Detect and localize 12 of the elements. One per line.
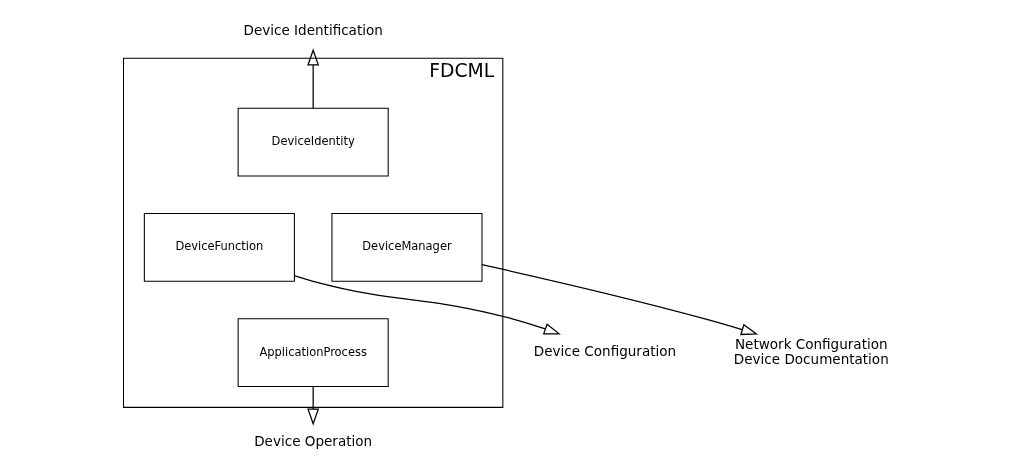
arrow [306,48,319,109]
node-box: ApplicationProcess [237,318,389,388]
node-text: Device Identification [243,21,383,38]
node-text: Network Configuration Device Documentation [733,335,889,367]
arrow [480,264,758,336]
node-box: DeviceIdentity [237,107,389,177]
node-box: DeviceManager [330,213,482,282]
arrow [293,275,561,335]
node-box: DeviceFunction [143,213,295,282]
node-text: Device Configuration [533,343,676,360]
arrow [306,386,319,426]
node-text: Device Operation [253,433,372,450]
